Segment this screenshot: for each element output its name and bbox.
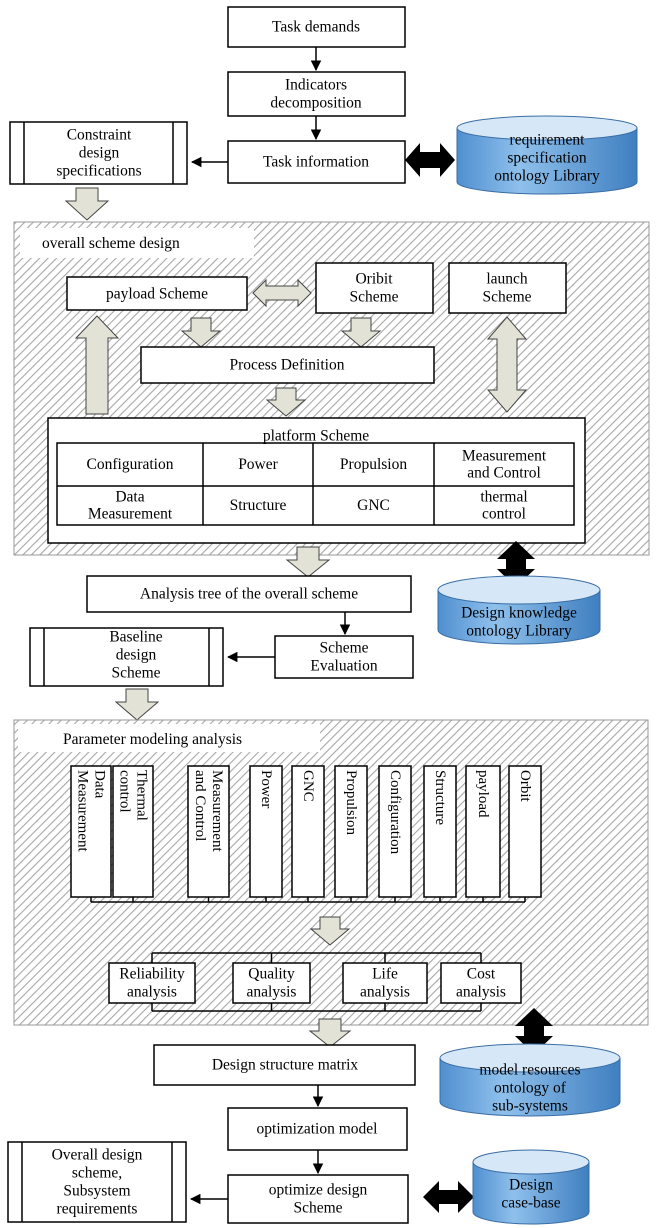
task-information-label: Task information bbox=[263, 154, 369, 171]
subsystem-column bbox=[508, 765, 542, 898]
task-information-box: Task information bbox=[227, 140, 406, 184]
subsystem-label-propulsion: Propulsion bbox=[343, 770, 359, 836]
subsystem-label-gnc: GNC bbox=[300, 770, 316, 802]
hollow-arrow-process-to-platform bbox=[265, 387, 307, 417]
subsystem-label-configuration: Configuration bbox=[387, 770, 403, 855]
subsystem-label-measurement-and-control: Measurementand Control bbox=[192, 770, 225, 852]
subsystem-label-thermal-control: Thermalcontrol bbox=[117, 770, 150, 821]
hollow-arrow-to-overall bbox=[64, 187, 110, 221]
hollow-double-arrow-payload-orbit bbox=[252, 278, 312, 308]
hollow-arrow-payload-to-process bbox=[180, 317, 222, 348]
payload-scheme-label: payload Scheme bbox=[106, 286, 208, 303]
overall-scheme-title: overall scheme design bbox=[42, 235, 180, 252]
hollow-arrow-to-parameter bbox=[114, 688, 160, 721]
design-structure-matrix-label: Design structure matrix bbox=[212, 1057, 359, 1074]
hollow-double-arrow-launch-platform bbox=[486, 316, 528, 413]
hollow-arrow-orbit-to-process bbox=[340, 317, 382, 348]
subsystem-column bbox=[378, 765, 412, 898]
double-arrow-model-resources bbox=[515, 1008, 553, 1054]
subsystem-label-data-measurement: DataMeasurement bbox=[75, 770, 108, 852]
subsystem-label-payload: payload bbox=[475, 770, 491, 818]
platform-cell-gnc: GNC bbox=[357, 497, 390, 514]
platform-scheme-box: platform Scheme bbox=[47, 417, 586, 544]
process-definition-box: Process Definition bbox=[140, 346, 435, 384]
parameter-modeling-title: Parameter modeling analysis bbox=[63, 731, 242, 748]
hollow-arrow-platform-to-payload bbox=[74, 315, 120, 415]
optimization-model-box: optimization model bbox=[227, 1107, 408, 1151]
platform-scheme-title: platform Scheme bbox=[263, 428, 369, 445]
optimization-model-label: optimization model bbox=[257, 1121, 378, 1138]
analysis-tree-label: Analysis tree of the overall scheme bbox=[140, 586, 358, 603]
analysis-box bbox=[342, 962, 428, 1004]
double-arrow-requirement bbox=[405, 143, 455, 177]
payload-scheme-box: payload Scheme bbox=[66, 276, 248, 311]
design-structure-matrix-box: Design structure matrix bbox=[153, 1044, 416, 1086]
hollow-arrow-subsystems-to-analyses bbox=[309, 916, 351, 946]
subsystem-column bbox=[187, 765, 230, 898]
double-arrow-design-knowledge bbox=[497, 541, 535, 587]
platform-cell-power: Power bbox=[238, 456, 278, 473]
hollow-arrow-analyses-to-dsm bbox=[308, 1018, 352, 1048]
subsystem-label-structure: Structure bbox=[432, 770, 448, 825]
task-demands-box: Task demands bbox=[227, 6, 406, 48]
analysis-tree-box: Analysis tree of the overall scheme bbox=[86, 575, 412, 613]
hollow-arrow-platform-to-tree bbox=[285, 546, 331, 578]
process-definition-label: Process Definition bbox=[230, 357, 345, 374]
subsystem-column bbox=[112, 765, 154, 898]
platform-cell-configuration: Configuration bbox=[87, 456, 174, 473]
platform-cell-structure: Structure bbox=[230, 497, 287, 514]
platform-cell-propulsion: Propulsion bbox=[340, 456, 407, 473]
task-demands-label: Task demands bbox=[272, 19, 360, 36]
subsystem-label-power: Power bbox=[258, 770, 274, 808]
subsystem-label-orbit: Orbit bbox=[517, 770, 533, 802]
double-arrow-case-base bbox=[423, 1181, 474, 1213]
